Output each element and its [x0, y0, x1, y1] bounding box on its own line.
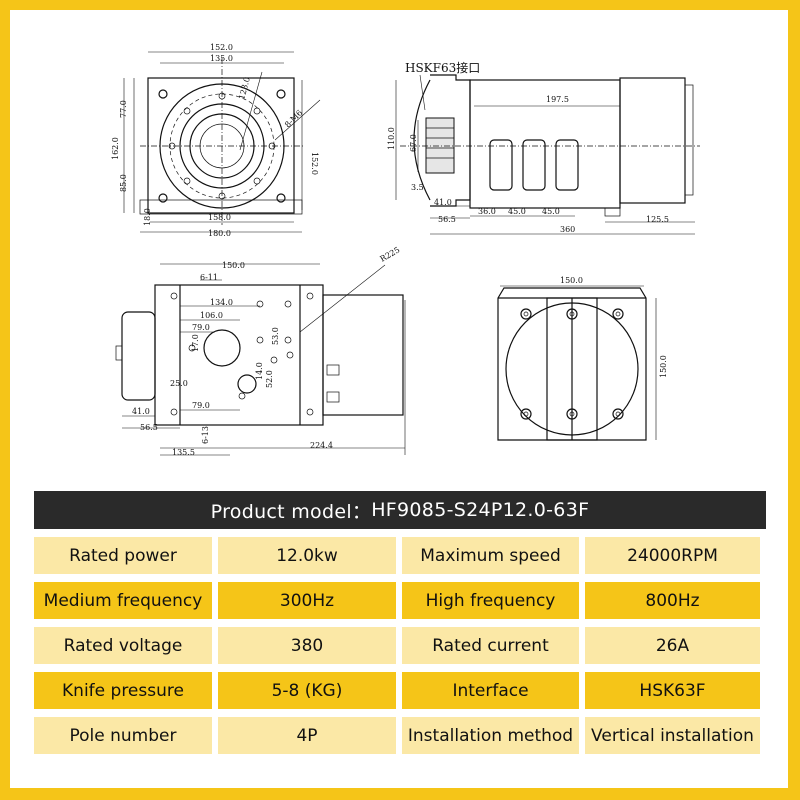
- product-model-value: HF9085-S24P12.0-63F: [371, 499, 590, 521]
- svg-text:56.5: 56.5: [438, 215, 456, 224]
- spec-value: 380: [218, 627, 396, 664]
- svg-text:45.0: 45.0: [542, 207, 560, 216]
- svg-text:79.0: 79.0: [192, 401, 210, 410]
- svg-text:150.0: 150.0: [659, 355, 668, 378]
- svg-text:180.0: 180.0: [208, 229, 231, 238]
- svg-text:224.4: 224.4: [310, 441, 333, 450]
- svg-text:67.0: 67.0: [409, 134, 418, 152]
- svg-text:R225: R225: [379, 245, 402, 263]
- spec-row: Rated power 12.0kw Maximum speed 24000RP…: [34, 537, 766, 574]
- side-view: HSKF63接口 197.5 110.0 67.0 3.5 41.0 56.5 …: [387, 60, 700, 235]
- svg-text:110.0: 110.0: [387, 127, 396, 150]
- spec-value: 4P: [218, 717, 396, 754]
- svg-text:134.0: 134.0: [210, 298, 233, 307]
- svg-text:150.0: 150.0: [560, 276, 583, 285]
- spec-label: Knife pressure: [34, 672, 212, 709]
- svg-text:52.0: 52.0: [265, 370, 274, 388]
- spec-value: 5-8 (KG): [218, 672, 396, 709]
- svg-text:41.0: 41.0: [434, 198, 452, 207]
- front-flange-view: 152.0 135.0 77.0 162.0 85.0 18.0 158.0 1…: [111, 43, 321, 238]
- spec-label: Rated voltage: [34, 627, 212, 664]
- svg-text:6-11: 6-11: [200, 273, 218, 282]
- svg-text:17.0: 17.0: [191, 334, 200, 352]
- svg-text:152.0: 152.0: [210, 43, 233, 52]
- svg-text:360: 360: [560, 225, 575, 234]
- svg-text:123.0: 123.0: [237, 76, 252, 100]
- spec-value: Vertical installation: [585, 717, 760, 754]
- spec-label: Interface: [402, 672, 579, 709]
- svg-text:152.0: 152.0: [310, 152, 319, 175]
- svg-text:135.5: 135.5: [172, 448, 195, 457]
- svg-text:18.0: 18.0: [143, 208, 152, 226]
- svg-text:125.5: 125.5: [646, 215, 669, 224]
- svg-text:85.0: 85.0: [119, 174, 128, 192]
- spec-value: 12.0kw: [218, 537, 396, 574]
- spec-value: 24000RPM: [585, 537, 760, 574]
- svg-text:197.5: 197.5: [546, 95, 569, 104]
- technical-drawing: 152.0 135.0 77.0 162.0 85.0 18.0 158.0 1…: [111, 43, 700, 457]
- spec-value: 800Hz: [585, 582, 760, 619]
- svg-text:HSKF63接口: HSKF63接口: [405, 60, 480, 75]
- svg-text:158.0: 158.0: [208, 213, 231, 222]
- svg-text:162.0: 162.0: [111, 137, 120, 160]
- spec-label: Installation method: [402, 717, 579, 754]
- spec-row: Knife pressure 5-8 (KG) Interface HSK63F: [34, 672, 766, 709]
- spec-value: 300Hz: [218, 582, 396, 619]
- spec-label: Rated current: [402, 627, 579, 664]
- svg-text:106.0: 106.0: [200, 311, 223, 320]
- product-model-bar: Product model：HF9085-S24P12.0-63F: [34, 491, 766, 529]
- spec-row: Medium frequency 300Hz High frequency 80…: [34, 582, 766, 619]
- spec-row: Pole number 4P Installation method Verti…: [34, 717, 766, 754]
- svg-text:3.5: 3.5: [411, 183, 424, 192]
- rear-view: 150.0 150.0: [497, 276, 668, 441]
- svg-text:150.0: 150.0: [222, 261, 245, 270]
- spec-value: 26A: [585, 627, 760, 664]
- svg-text:135.0: 135.0: [210, 54, 233, 63]
- spec-label: Rated power: [34, 537, 212, 574]
- spec-table: Rated power 12.0kw Maximum speed 24000RP…: [34, 537, 766, 762]
- svg-text:14.0: 14.0: [255, 362, 264, 380]
- spec-label: Pole number: [34, 717, 212, 754]
- top-view: 150.0 6-11 134.0 106.0 79.0 17.0 25.0 79…: [115, 245, 406, 457]
- spec-value: HSK63F: [585, 672, 760, 709]
- spec-label: Medium frequency: [34, 582, 212, 619]
- svg-text:53.0: 53.0: [271, 327, 280, 345]
- product-model-label: Product model：: [210, 500, 372, 523]
- spec-label: Maximum speed: [402, 537, 579, 574]
- svg-text:25.0: 25.0: [170, 379, 188, 388]
- svg-text:6-13: 6-13: [201, 426, 210, 444]
- svg-text:79.0: 79.0: [192, 323, 210, 332]
- svg-text:41.0: 41.0: [132, 407, 150, 416]
- svg-text:36.0: 36.0: [478, 207, 496, 216]
- spec-label: High frequency: [402, 582, 579, 619]
- spec-row: Rated voltage 380 Rated current 26A: [34, 627, 766, 664]
- svg-text:77.0: 77.0: [119, 100, 128, 118]
- svg-text:45.0: 45.0: [508, 207, 526, 216]
- svg-text:56.5: 56.5: [140, 423, 158, 432]
